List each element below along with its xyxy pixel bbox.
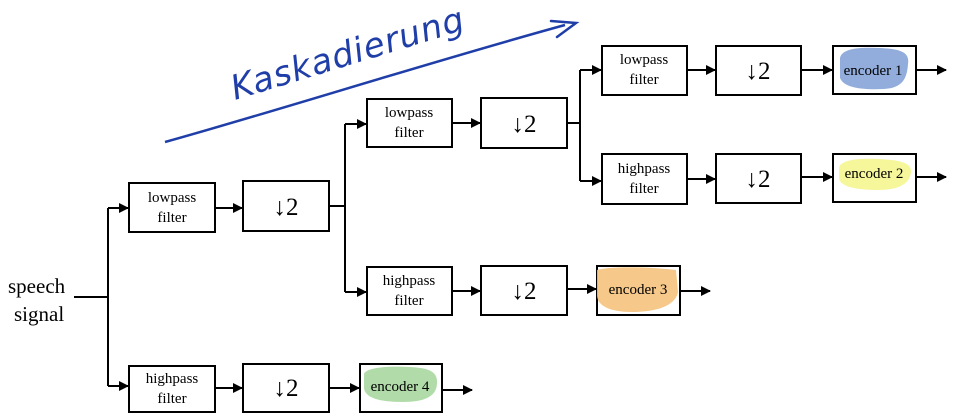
downsample-box-5 xyxy=(480,265,568,316)
downsample-label-4: ↓2 xyxy=(746,166,771,193)
downsample-label-2: ↓2 xyxy=(512,111,537,138)
downsample-box-4 xyxy=(715,153,802,204)
filter-label-1: filter xyxy=(157,210,186,226)
downsample-box-2 xyxy=(480,97,568,149)
filter-label-hp2: filter xyxy=(394,293,423,309)
encoder-2-label: encoder 2 xyxy=(845,166,904,182)
annotation-arrowhead xyxy=(549,19,580,39)
annotation-text: Kaskadierung xyxy=(226,0,470,109)
filter-label-2: filter xyxy=(394,125,423,141)
downsample-label-1: ↓2 xyxy=(274,194,299,221)
encoder-2-highlight xyxy=(839,158,912,190)
downsample-box-1 xyxy=(242,180,330,232)
highpass-label-2: highpass xyxy=(383,273,436,289)
highpass-label-3: highpass xyxy=(618,161,671,177)
highpass-filter-box-2 xyxy=(366,266,453,316)
lowpass-label-1: lowpass xyxy=(148,190,196,206)
encoder-3-label: encoder 3 xyxy=(609,282,668,298)
highpass-label-1: highpass xyxy=(146,371,199,387)
encoder-4-label: encoder 4 xyxy=(371,379,430,395)
downsample-label-5: ↓2 xyxy=(512,278,537,305)
encoder-3-highlight xyxy=(597,267,678,312)
filter-label-hp1: filter xyxy=(157,391,186,407)
encoder-1-highlight xyxy=(840,47,909,90)
downsample-label-3: ↓2 xyxy=(746,58,771,85)
lowpass-filter-box-3 xyxy=(601,45,688,96)
highpass-filter-box-3 xyxy=(601,153,688,205)
signal-label: signal xyxy=(14,302,64,326)
encoder-1-label: encoder 1 xyxy=(844,63,903,79)
downsample-box-6 xyxy=(242,363,330,413)
lowpass-label-3: lowpass xyxy=(620,52,668,68)
encoder-4-highlight xyxy=(364,366,438,402)
lowpass-label-2: lowpass xyxy=(385,105,433,121)
downsample-label-6: ↓2 xyxy=(274,375,299,402)
lowpass-filter-box-1 xyxy=(128,182,216,233)
filter-label-3: filter xyxy=(629,72,658,88)
filter-label-hp3: filter xyxy=(629,181,658,197)
speech-label: speech xyxy=(8,274,66,298)
annotation-arrow xyxy=(164,23,566,144)
